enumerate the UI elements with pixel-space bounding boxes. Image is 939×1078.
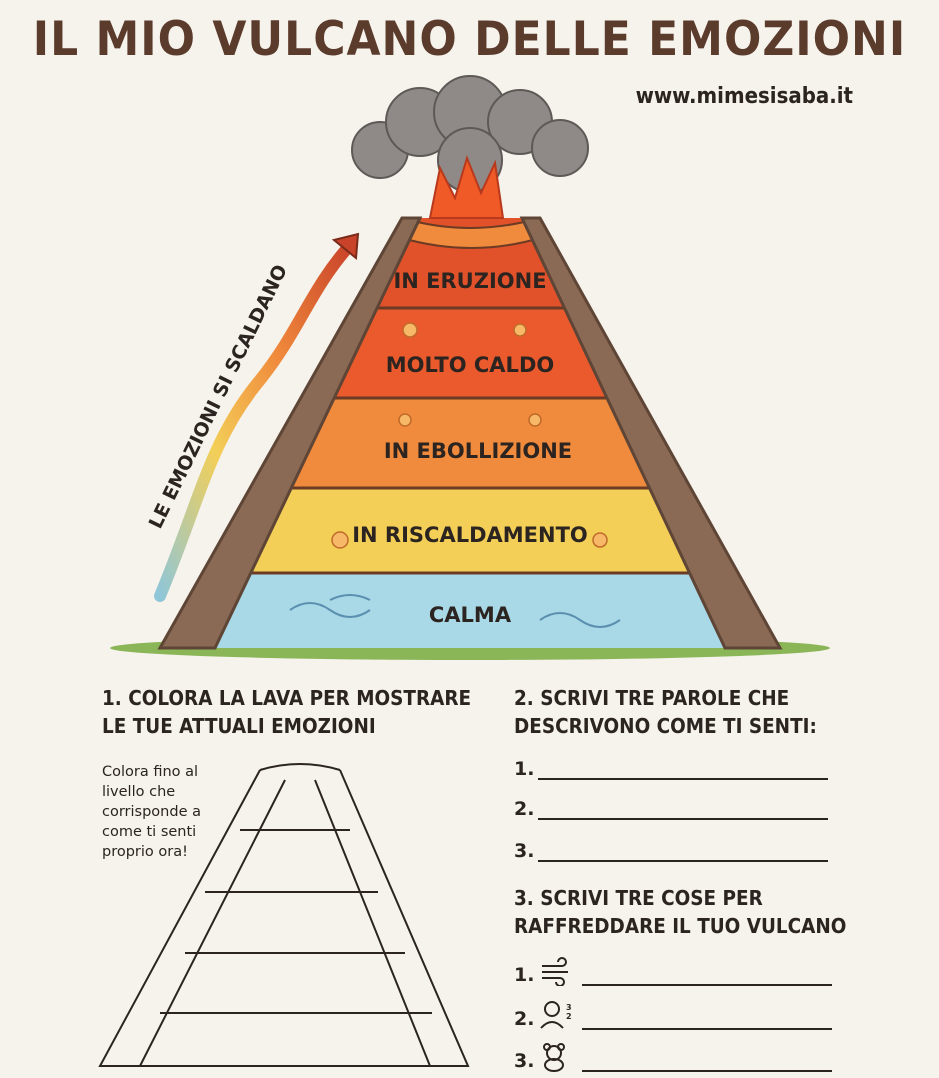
eruption-icon xyxy=(428,154,505,219)
svg-text:3: 3 xyxy=(566,1003,572,1012)
item-number: 1. xyxy=(514,758,535,780)
blank-volcano-outline xyxy=(98,763,470,1067)
cooling-row-3: 3. xyxy=(514,1042,832,1072)
level-label-riscaldamento: IN RISCALDAMENTO xyxy=(352,523,588,547)
arrow-head-icon xyxy=(331,232,360,260)
website-url[interactable]: www.mimesisaba.it xyxy=(635,84,853,109)
section2-title-line2: DESCRIVONO COME TI SENTI: xyxy=(514,714,817,738)
item-number: 1. xyxy=(514,964,535,986)
hint-line: come ti senti xyxy=(102,824,197,840)
section1-title-line1: 1. COLORA LA LAVA PER MOSTRARE xyxy=(102,686,472,710)
cooling-line-2[interactable] xyxy=(582,1012,832,1030)
cooling-line-3[interactable] xyxy=(582,1054,832,1072)
smoke-cloud-icon xyxy=(351,75,589,193)
band-calma xyxy=(180,573,740,648)
feeling-word-row-3: 3. xyxy=(514,840,828,862)
heating-arrow xyxy=(154,239,356,602)
section1-title: 1. COLORA LA LAVA PER MOSTRARE LE TUE AT… xyxy=(102,684,471,740)
section2-title: 2. SCRIVI TRE PAROLE CHE DESCRIVONO COME… xyxy=(514,684,817,740)
level-label-eruzione: IN ERUZIONE xyxy=(393,269,546,293)
level-label-ebollizione: IN EBOLLIZIONE xyxy=(384,439,572,463)
section2-title-line1: 2. SCRIVI TRE PAROLE CHE xyxy=(514,686,790,710)
hint-line: corrisponde a xyxy=(102,804,201,820)
level-label-calma: CALMA xyxy=(429,603,512,627)
hint-line: livello che xyxy=(102,784,176,800)
feeling-word-line-1[interactable] xyxy=(538,762,828,780)
item-number: 3. xyxy=(514,1050,535,1072)
page-title: IL MIO VULCANO DELLE EMOZIONI xyxy=(32,11,907,68)
teddy-bear-icon xyxy=(538,1042,574,1072)
feeling-word-row-1: 1. xyxy=(514,758,828,780)
cooling-line-1[interactable] xyxy=(582,968,832,986)
item-number: 3. xyxy=(514,840,535,862)
wind-breath-icon xyxy=(538,956,574,987)
feeling-word-line-2[interactable] xyxy=(538,802,828,820)
hint-line: proprio ora! xyxy=(102,844,188,860)
section1-hint: Colora fino al livello che corrisponde a… xyxy=(102,762,232,862)
feeling-word-row-2: 2. xyxy=(514,798,828,820)
section3-title-line2: RAFFREDDARE IL TUO VULCANO xyxy=(514,914,847,938)
volcano-left-slope xyxy=(157,216,423,650)
cooling-row-1: 1. xyxy=(514,956,832,987)
section3-title-line1: 3. SCRIVI TRE COSE PER xyxy=(514,886,763,910)
feeling-word-line-3[interactable] xyxy=(538,844,828,862)
item-number: 2. xyxy=(514,1008,535,1030)
hint-line: Colora fino al xyxy=(102,764,199,780)
level-label-molto-caldo: MOLTO CALDO xyxy=(386,353,554,377)
section1-title-line2: LE TUE ATTUALI EMOZIONI xyxy=(102,714,376,738)
svg-text:2: 2 xyxy=(566,1012,572,1021)
item-number: 2. xyxy=(514,798,535,820)
section3-title: 3. SCRIVI TRE COSE PER RAFFREDDARE IL TU… xyxy=(514,884,846,940)
volcano-right-slope xyxy=(519,216,783,650)
